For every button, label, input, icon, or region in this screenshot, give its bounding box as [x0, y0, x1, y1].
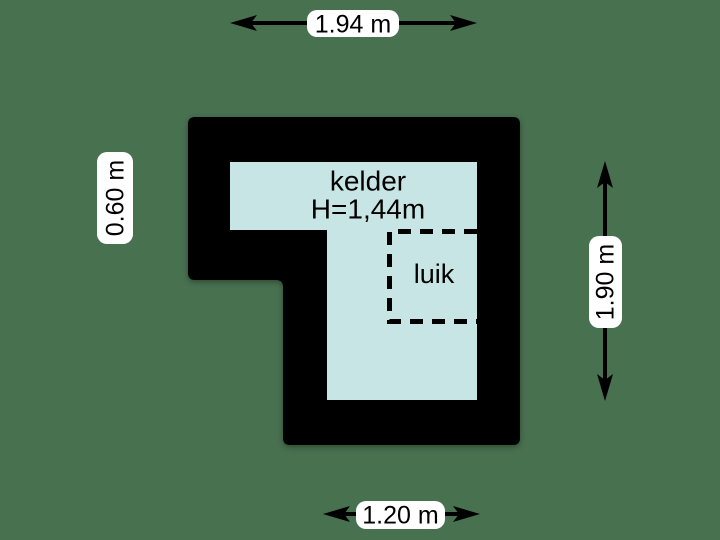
room-floor	[230, 162, 477, 400]
dimension-right: 1.90 m	[589, 161, 622, 401]
dimension-left-label: 0.60 m	[102, 160, 130, 236]
dimension-left-label-box	[97, 152, 133, 244]
arrowhead-left-icon	[230, 15, 257, 31]
dimension-top-label-box	[307, 10, 399, 37]
dimension-top: 1.94 m	[230, 10, 477, 39]
arrowhead-down-icon	[597, 374, 613, 401]
dimension-bottom-label: 1.20 m	[362, 502, 438, 530]
dimension-left: 0.60 m	[97, 152, 133, 244]
arrowhead-right-icon	[453, 506, 480, 522]
dimension-bottom-label-box	[356, 501, 445, 529]
hatch-label: luik	[414, 259, 455, 289]
room-height-label: H=1,44m	[311, 194, 425, 225]
arrowhead-left-icon	[323, 506, 350, 522]
room-name-label: kelder	[330, 166, 406, 197]
dimension-bottom: 1.20 m	[323, 501, 480, 530]
floorplan	[188, 117, 520, 445]
dimension-top-label: 1.94 m	[315, 11, 391, 39]
hatch-outline	[387, 229, 477, 324]
dimension-right-label: 1.90 m	[592, 244, 620, 320]
dimension-right-label-box	[589, 236, 622, 328]
arrowhead-up-icon	[597, 161, 613, 188]
arrowhead-right-icon	[450, 15, 477, 31]
